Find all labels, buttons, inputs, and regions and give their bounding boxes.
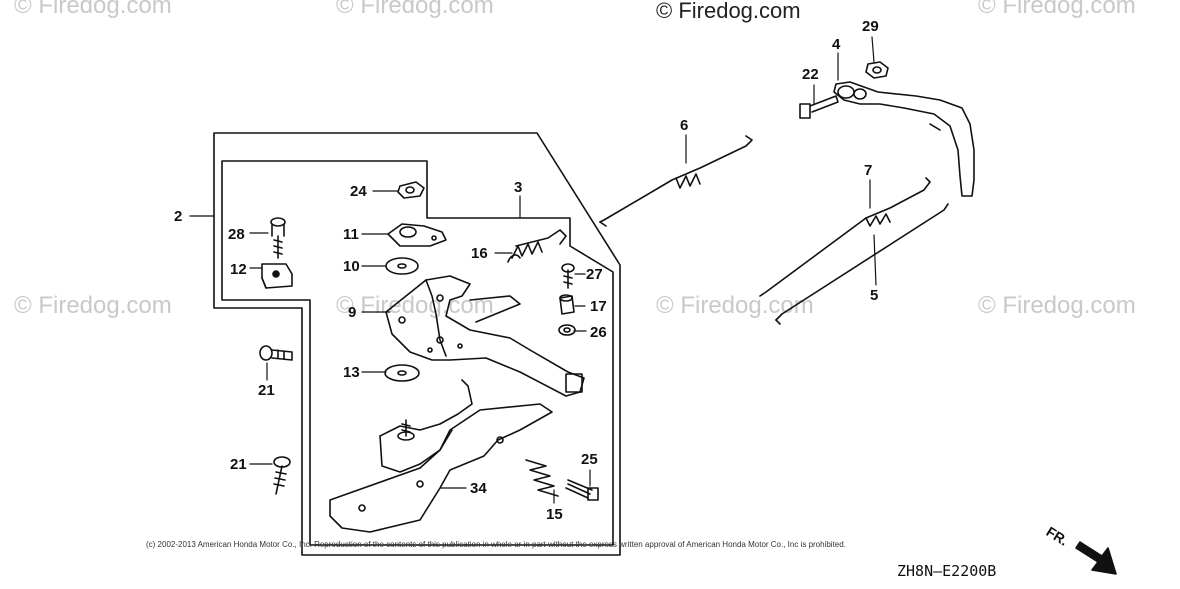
callout-28: 28 [228,226,245,243]
callout-26: 26 [590,324,607,341]
part-13-washer [384,364,420,382]
part-12-clip [261,263,293,289]
watermark: © Firedog.com [14,0,172,19]
callout-21-upper: 21 [258,382,275,399]
part-6-cable [599,135,753,227]
callout-17: 17 [590,298,607,315]
callout-25: 25 [581,451,598,468]
copyright-notice: (c) 2002-2013 American Honda Motor Co., … [146,540,846,549]
callout-9: 9 [348,304,357,321]
callout-22: 22 [802,66,819,83]
part-25-bolt [565,479,599,501]
leader-lines [189,36,877,504]
part-5-cable [775,203,949,325]
watermark: © Firedog.com [14,292,172,319]
part-34-base-bracket [329,379,553,533]
callout-15: 15 [546,506,563,523]
watermark: © Firedog.com [336,0,494,19]
part-16-spring [507,229,567,263]
callout-10: 10 [343,258,360,275]
callout-24: 24 [350,183,367,200]
part-29-nut [865,61,889,79]
part-27-bolt [561,263,575,289]
callout-5: 5 [870,287,879,304]
callout-4: 4 [832,36,841,53]
callout-2: 2 [174,208,183,225]
watermark: © Firedog.com [656,292,814,319]
part-15-spring [525,459,559,497]
part-24-flange-nut [397,181,425,199]
callout-16: 16 [471,245,488,262]
callout-34: 34 [470,480,487,497]
part-10-washer [385,257,419,275]
part-9-control-plate [385,275,585,397]
callout-7: 7 [864,162,873,179]
callout-21-lower: 21 [230,456,247,473]
part-22-bolt [799,95,839,119]
part-21-bolt-lower [273,456,291,495]
callout-13: 13 [343,364,360,381]
diagram-code: ZH8N—E2200B [897,562,997,580]
watermark: © Firedog.com [336,292,494,319]
callout-29: 29 [862,18,879,35]
callout-3: 3 [514,179,523,196]
top-copyright: © Firedog.com [656,0,801,23]
callout-6: 6 [680,117,689,134]
part-21-bolt-upper [259,345,293,361]
assembly-frame-outer [213,132,621,556]
part-4-lever [833,81,975,197]
part-26-washer [558,324,576,336]
watermark: © Firedog.com [978,292,1136,319]
callout-12: 12 [230,261,247,278]
part-28-bolt [270,217,286,259]
callout-27: 27 [586,266,603,283]
callout-11: 11 [343,226,359,243]
part-17-stud [559,294,575,315]
part-11-plate [387,223,447,247]
front-arrow-icon [1075,541,1117,575]
assembly-frame-inner [221,160,614,546]
part-7-cable [759,177,931,297]
watermark: © Firedog.com [978,0,1136,19]
